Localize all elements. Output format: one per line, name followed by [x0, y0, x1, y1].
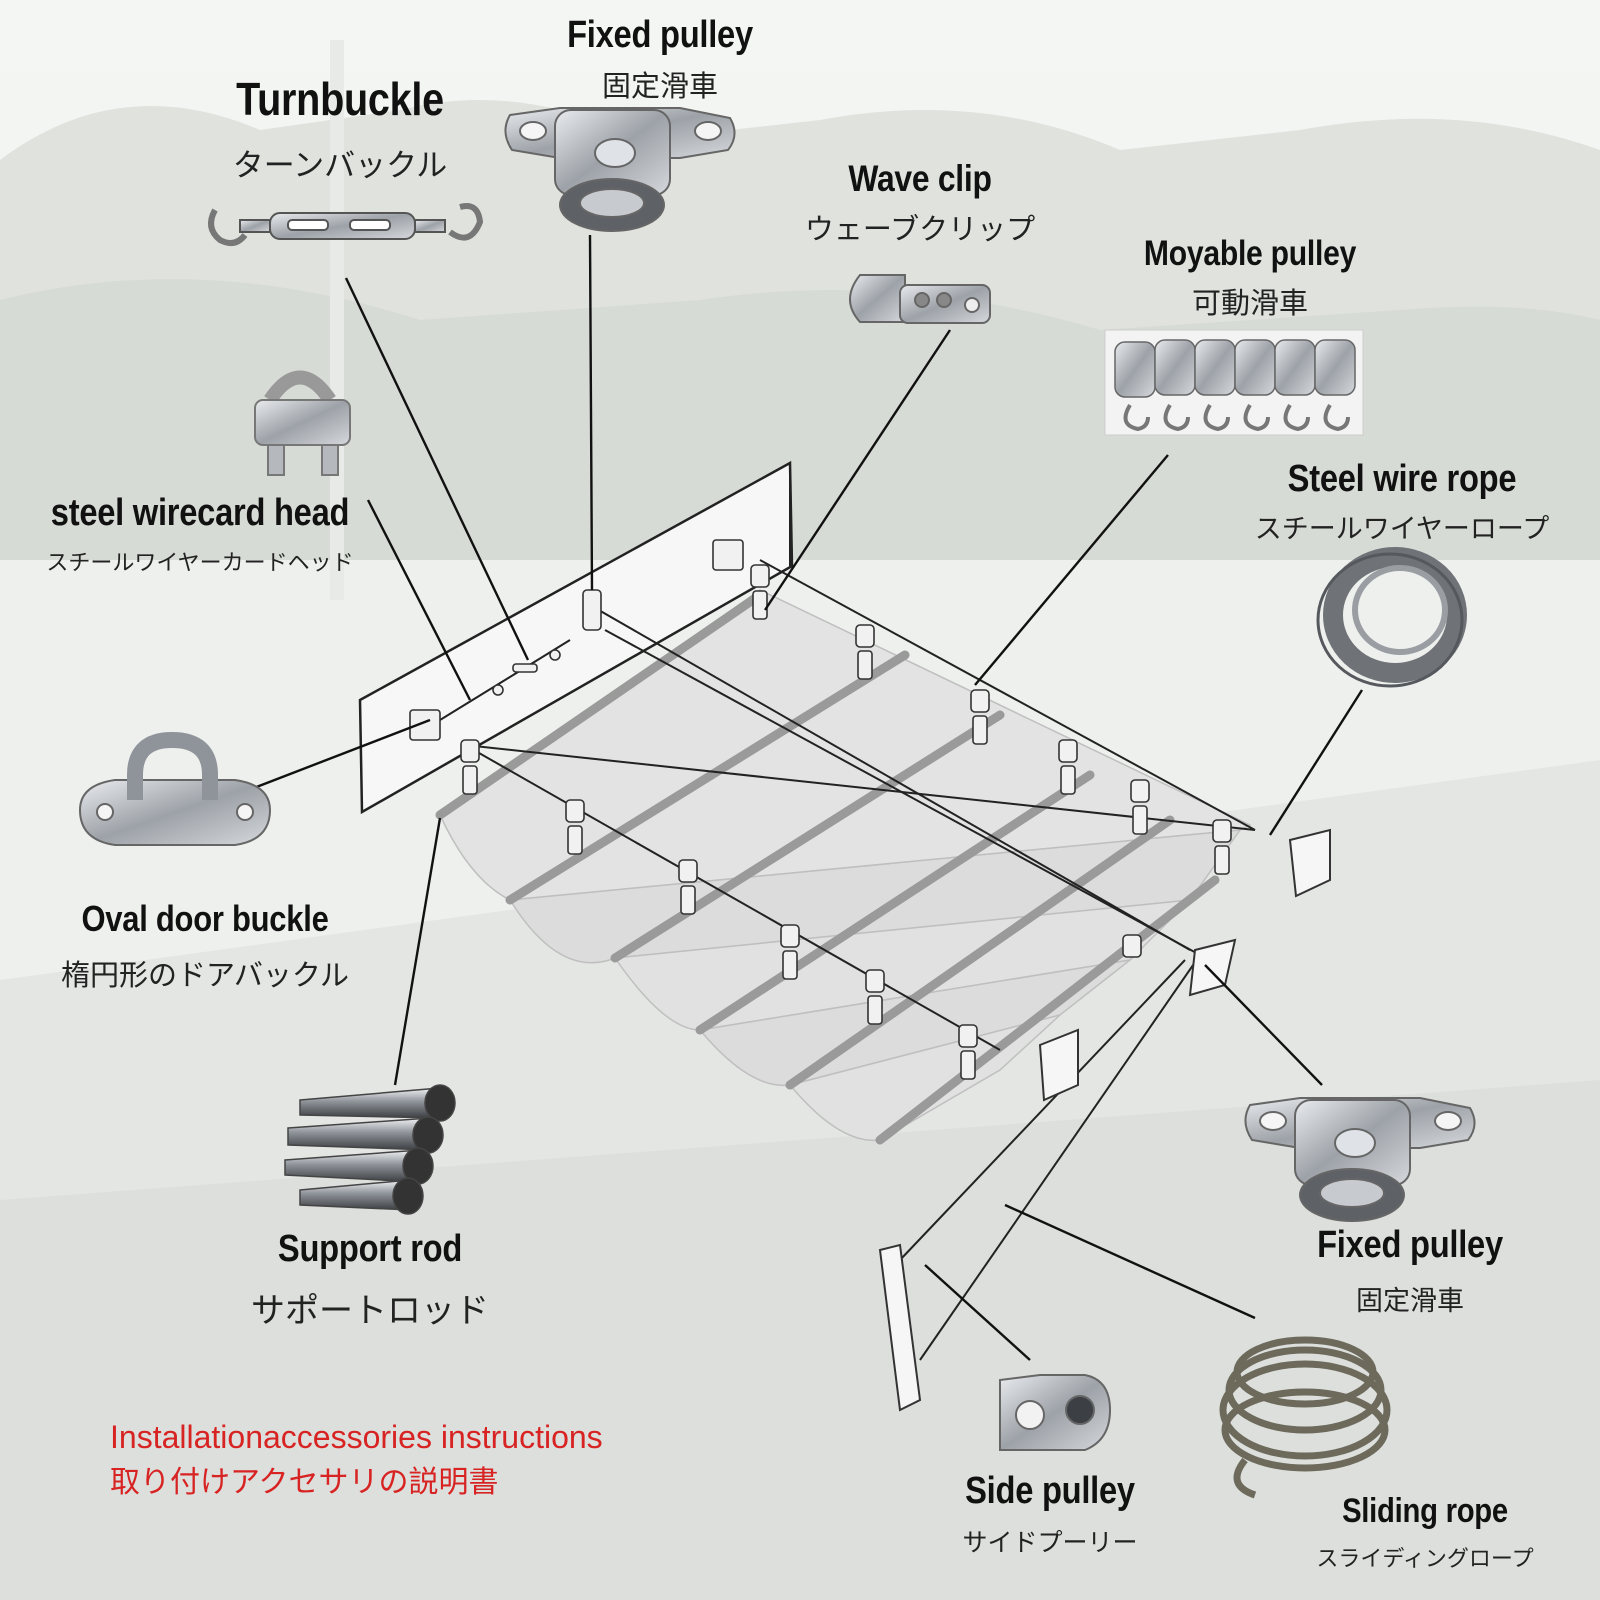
label-en: Oval door buckle	[81, 898, 329, 939]
label-jp: サポートロッド	[251, 1291, 489, 1331]
instructions-note-jp: 取り付けアクセサリの説明書	[110, 1465, 499, 1500]
oval-door-buckle-photo	[78, 731, 272, 846]
label-en: Turnbuckle	[236, 73, 444, 125]
fixed-pulley-bottom-photo	[1244, 1097, 1476, 1222]
label-movable-pulley: Moyable pulley 可動滑車	[1100, 234, 1400, 322]
sliding-rope-coil-photo	[1219, 1336, 1391, 1499]
frame-posts	[878, 828, 1331, 1412]
label-jp: 固定滑車	[601, 69, 718, 103]
label-fixed-pulley-top: Fixed pulley 固定滑車	[520, 14, 800, 105]
label-en: Moyable pulley	[1143, 234, 1357, 273]
movable-pulley-photo	[1104, 329, 1364, 436]
turnbuckle-photo	[208, 203, 484, 247]
instructions-note: Installationaccessories instructions 取り付…	[110, 1414, 603, 1506]
leader-lines	[227, 234, 1364, 1361]
label-jp: サイドプーリー	[962, 1528, 1138, 1557]
label-jp: スチールワイヤーカードヘッド	[46, 551, 354, 576]
label-jp: スチールワイヤーロープ	[1254, 514, 1550, 545]
label-en: Sliding rope	[1342, 1492, 1508, 1530]
wire-brackets	[409, 539, 1232, 1080]
label-jp: スライディングロープ	[1316, 1547, 1534, 1572]
label-en: steel wirecard head	[50, 492, 350, 534]
label-oval-door-buckle: Oval door buckle 楕円形のドアバックル	[40, 898, 370, 994]
label-jp: 可動滑車	[1191, 286, 1308, 320]
label-support-rod: Support rod サポートロッド	[220, 1228, 520, 1332]
label-wave-clip: Wave clip ウェーブクリップ	[770, 158, 1070, 248]
label-en: Fixed pulley	[567, 14, 753, 56]
canopy-rods	[435, 590, 1220, 1145]
wave-clip-photo	[849, 274, 991, 324]
label-en: Steel wire rope	[1287, 458, 1517, 500]
instructions-note-en: Installationaccessories instructions	[110, 1419, 603, 1455]
label-jp: 固定滑車	[1356, 1286, 1464, 1317]
label-jp: 楕円形のドアバックル	[61, 958, 349, 992]
label-jp: ターンバックル	[232, 148, 448, 184]
label-jp: ウェーブクリップ	[804, 212, 1036, 246]
side-pulley-photo	[999, 1374, 1112, 1451]
label-steel-wire-rope: Steel wire rope スチールワイヤーロープ	[1222, 458, 1582, 546]
fixed-pulley-top-photo	[504, 107, 736, 232]
label-turnbuckle: Turnbuckle ターンバックル	[190, 72, 490, 185]
label-steel-wirecard-head: steel wirecard head スチールワイヤーカードヘッド	[15, 492, 385, 577]
wirecard-head-photo	[254, 370, 351, 476]
label-en: Side pulley	[965, 1470, 1135, 1512]
steel-wire-rope-coil-photo	[1316, 547, 1467, 688]
wall-board	[358, 460, 794, 815]
label-sliding-rope: Sliding rope スライディングロープ	[1290, 1492, 1560, 1573]
label-fixed-pulley-bottom: Fixed pulley 固定滑車	[1270, 1224, 1550, 1318]
label-side-pulley: Side pulley サイドプーリー	[910, 1470, 1190, 1559]
label-en: Fixed pulley	[1317, 1224, 1503, 1266]
label-en: Support rod	[277, 1228, 463, 1270]
steel-wires	[439, 559, 1256, 1381]
label-en: Wave clip	[848, 158, 992, 199]
support-rod-tubes-photo	[284, 1084, 456, 1215]
